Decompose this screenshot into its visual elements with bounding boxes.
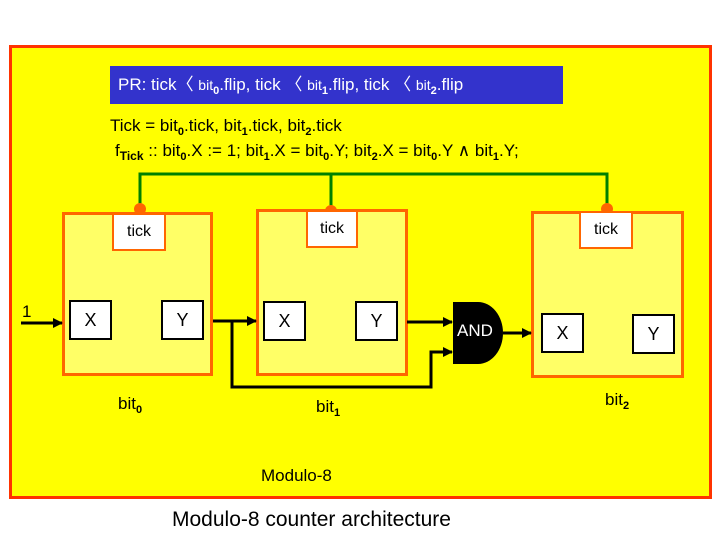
tick-bus [138, 172, 609, 212]
and-gate-label: AND [457, 321, 493, 340]
and-gate-shape [453, 302, 503, 364]
input-constant-label: 1 [22, 302, 32, 321]
transfer-function-equation: fTick :: bit0.X := 1; bit1.X = bit0.Y; b… [115, 141, 519, 163]
tick-port-box-bit1[interactable]: tick [306, 210, 358, 248]
component-label-bit1: bit1 [316, 397, 341, 419]
tick-bus-line [138, 172, 609, 212]
tick-connector-equation: Tick = bit0.tick, bit1.tick, bit2.tick [110, 116, 342, 138]
register-y-bit0[interactable]: Y [161, 300, 204, 340]
register-x-bit0[interactable]: X [69, 300, 112, 340]
tick-port-bit0 [134, 203, 146, 215]
register-y-bit1[interactable]: Y [355, 301, 398, 341]
component-label-bit2: bit2 [605, 390, 630, 412]
register-x-bit1[interactable]: X [263, 301, 306, 341]
tick-port-box-bit2[interactable]: tick [579, 211, 633, 249]
figure-caption: Modulo-8 counter architecture [172, 508, 451, 531]
banner-prefix: PR: tick [118, 75, 177, 94]
register-y-bit2[interactable]: Y [632, 314, 675, 354]
priority-rules-banner: PR: tick〈 bit0.flip, tick 〈 bit1.flip, t… [110, 66, 563, 104]
wire-bit0y-and-feedback [230, 321, 453, 389]
frame-title: Modulo-8 [261, 466, 332, 485]
component-label-bit0: bit0 [118, 394, 143, 416]
tick-port-box-bit0[interactable]: tick [112, 213, 166, 251]
register-x-bit2[interactable]: X [541, 313, 584, 353]
component-bit1[interactable] [256, 209, 408, 376]
